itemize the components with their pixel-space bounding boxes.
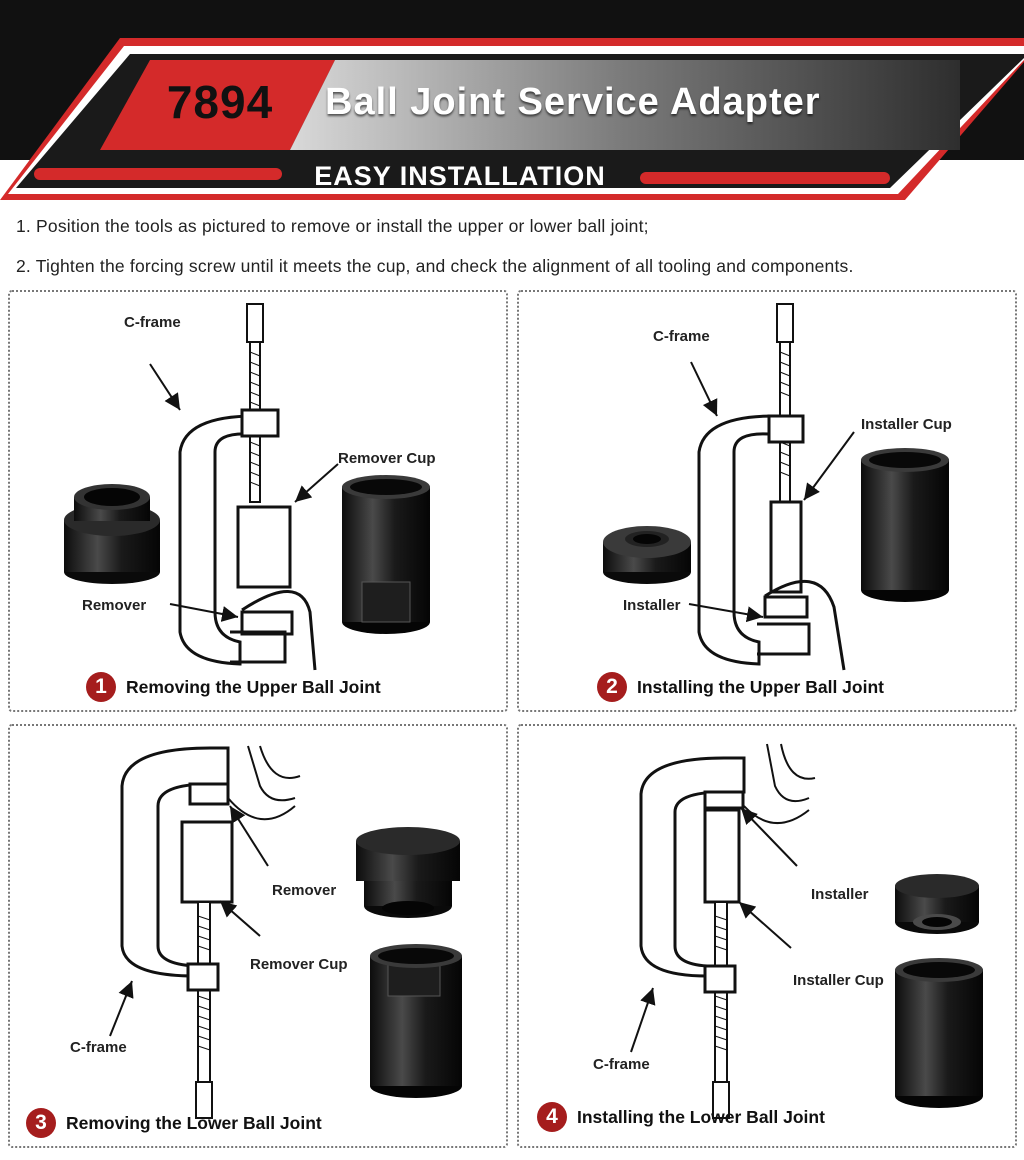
step-badge-3: 3 [26,1108,56,1138]
installer-cup-image [861,448,949,602]
panel-3-caption: 3 Removing the Lower Ball Joint [26,1108,322,1138]
caption-text: Installing the Upper Ball Joint [637,676,884,697]
label-installer: Installer [811,886,869,903]
installer-ring-image [603,526,691,584]
installer-ring-image [895,874,979,934]
remover-ring-image [356,827,460,918]
instruction-step-1: 1. Position the tools as pictured to rem… [16,216,649,236]
remover-ring-image [64,484,160,584]
label-c-frame: C-frame [124,314,181,331]
panel-remove-upper: C-frame Remover Cup Remover 1 Removing t… [8,290,508,712]
remover-cup-image [370,944,462,1098]
label-installer-cup: Installer Cup [861,416,952,433]
panel-2-caption: 2 Installing the Upper Ball Joint [597,672,884,702]
lower-remove-illustration [109,745,462,1119]
model-number: 7894 [166,76,274,128]
step-badge-1: 1 [86,672,116,702]
upper-remove-illustration [64,303,430,671]
panel-remove-lower: Remover Remover Cup C-frame 3 Removing t… [8,724,508,1148]
step-badge-2: 2 [597,672,627,702]
remover-cup-image [342,475,430,634]
caption-text: Installing the Lower Ball Joint [577,1106,825,1127]
label-installer: Installer [623,597,681,614]
label-remover-cup: Remover Cup [250,956,348,973]
upper-install-illustration [603,303,949,671]
label-c-frame: C-frame [593,1056,650,1073]
panel-1-caption: 1 Removing the Upper Ball Joint [86,672,381,702]
label-installer-cup: Installer Cup [793,972,884,989]
label-remover-cup: Remover Cup [338,450,436,467]
product-title: Ball Joint Service Adapter [325,81,821,123]
panel-install-upper: C-frame Installer Cup Installer 2 Instal… [517,290,1017,712]
label-c-frame: C-frame [653,328,710,345]
caption-text: Removing the Lower Ball Joint [66,1112,322,1133]
label-remover: Remover [82,597,147,614]
step-badge-4: 4 [537,1102,567,1132]
lower-install-illustration [630,743,983,1119]
installer-cup-image [895,958,983,1108]
banner-graphic [0,0,1024,200]
panel-install-lower: Installer Installer Cup C-frame 4 Instal… [517,724,1017,1148]
instruction-step-2: 2. Tighten the forcing screw until it me… [16,256,854,276]
label-c-frame: C-frame [70,1039,127,1056]
subtitle: EASY INSTALLATION [314,161,606,191]
label-remover: Remover [272,882,337,899]
caption-text: Removing the Upper Ball Joint [126,676,381,697]
header-banner: 7894 Ball Joint Service Adapter EASY INS… [0,0,1024,200]
panel-4-caption: 4 Installing the Lower Ball Joint [537,1102,825,1132]
